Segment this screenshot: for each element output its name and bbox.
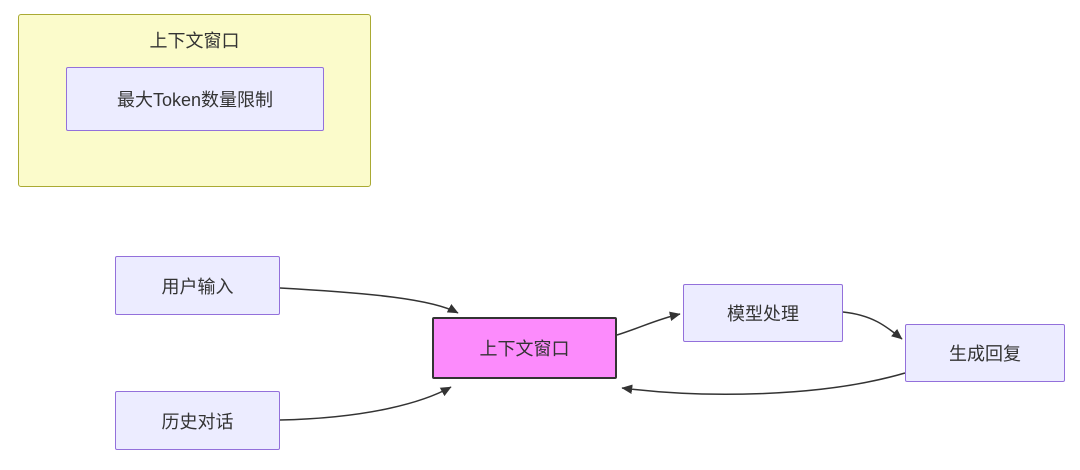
node-context-window: 上下文窗口 <box>432 317 617 379</box>
node-max-token-limit: 最大Token数量限制 <box>66 67 324 131</box>
node-user-input: 用户输入 <box>115 256 280 315</box>
edge-generate-reply-to-context-window <box>621 372 906 395</box>
node-generate-reply: 生成回复 <box>905 324 1065 382</box>
node-model-processing: 模型处理 <box>683 284 843 342</box>
edge-user-input-to-context-window <box>279 287 459 314</box>
edge-history-dialogue-to-context-window <box>279 386 452 421</box>
edge-context-window-to-model-processing <box>616 311 681 336</box>
node-history-dialogue: 历史对话 <box>115 391 280 450</box>
edge-model-processing-to-generate-reply <box>842 311 903 340</box>
cluster-context-window-title: 上下文窗口 <box>149 31 240 51</box>
cluster-context-window: 上下文窗口 最大Token数量限制 <box>18 14 371 187</box>
